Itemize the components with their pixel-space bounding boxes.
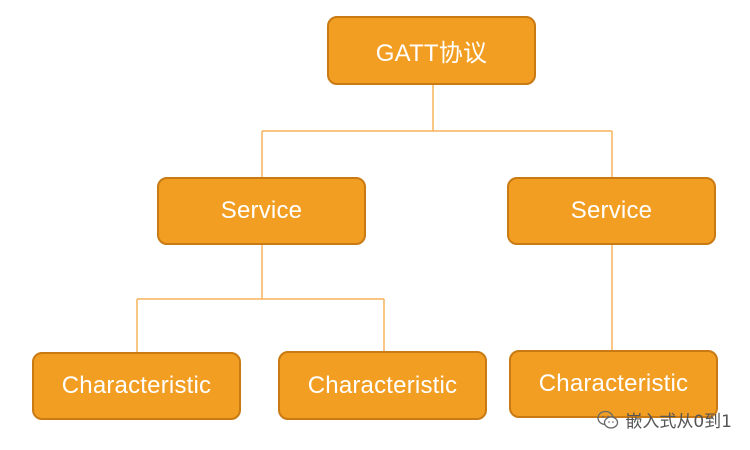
watermark: 嵌入式从0到1 <box>597 407 732 432</box>
service-node-right: Service <box>507 177 716 245</box>
characteristic-node-2: Characteristic <box>278 351 487 420</box>
characteristic-node-1: Characteristic <box>32 352 241 420</box>
wechat-icon <box>597 410 619 429</box>
watermark-text: 嵌入式从0到1 <box>625 412 732 432</box>
service-node-left: Service <box>157 177 366 245</box>
gatt-root-node: GATT协议 <box>327 16 536 85</box>
